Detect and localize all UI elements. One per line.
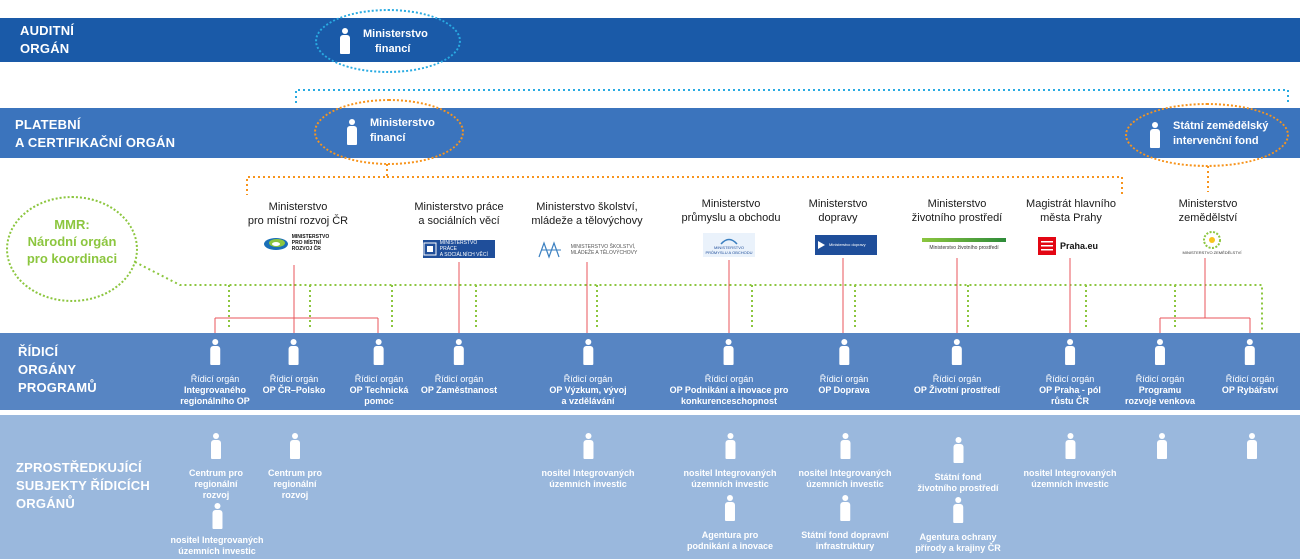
person-icon	[453, 339, 465, 365]
ministry-to-authority-lines	[214, 258, 1251, 333]
person-icon	[288, 339, 300, 365]
regional-development-logo-icon	[263, 238, 288, 250]
person-icon	[1064, 433, 1076, 459]
logo-environment: Ministerstvo životního prostředí	[922, 235, 1006, 253]
coordination-body-label: MMR: Národní orgán pro koordinaci	[26, 217, 118, 266]
logo-education: MINISTERSTVO ŠKOLSTVÍ,MLÁDEŽE A TĚLOVÝCH…	[535, 240, 639, 260]
person-icon	[373, 339, 385, 365]
person-icon	[952, 437, 964, 463]
coordination-body-ellipse: MMR: Národní orgán pro koordinaci	[6, 196, 138, 302]
person-icon	[1246, 433, 1258, 459]
person-icon	[838, 339, 850, 365]
person-icon	[211, 503, 223, 529]
prague-logo-icon	[1037, 237, 1056, 255]
transport-logo-icon	[818, 241, 825, 249]
person-icon	[1064, 339, 1076, 365]
industry-trade-logo-icon	[720, 238, 738, 245]
person-icon	[839, 495, 851, 521]
person-icon	[1149, 122, 1161, 148]
person-icon	[289, 433, 301, 459]
education-logo-icon	[538, 241, 561, 259]
person-icon	[210, 433, 222, 459]
payment-to-ministries-connector	[246, 164, 388, 195]
person-icon	[1244, 339, 1256, 365]
payment-to-ministries-connector-right	[387, 176, 1123, 195]
logo-prague: Praha.eu	[1035, 236, 1101, 256]
ministry-education: Ministerstvo školství,mládeže a tělových…	[531, 201, 643, 227]
person-icon	[1154, 339, 1166, 365]
person-icon	[209, 339, 221, 365]
intermediate-body	[1246, 433, 1258, 462]
person-icon	[724, 495, 736, 521]
person-icon	[582, 339, 594, 365]
person-icon	[1156, 433, 1168, 459]
person-icon	[839, 433, 851, 459]
coordination-connector	[134, 261, 1263, 330]
audit-to-payment-connector	[295, 89, 1289, 103]
logo-agriculture: MINISTERSTVO ZEMĚDĚLSTVÍ	[1180, 228, 1244, 256]
intermediate-body	[1156, 433, 1168, 462]
person-icon	[339, 28, 351, 54]
person-icon	[951, 339, 963, 365]
labour-social-logo-icon	[423, 242, 437, 256]
person-icon	[723, 339, 735, 365]
person-icon	[952, 497, 964, 523]
coordination-drops	[228, 285, 1176, 330]
person-icon	[582, 433, 594, 459]
person-icon	[724, 433, 736, 459]
person-icon	[346, 119, 358, 145]
logo-transport: Ministerstvo dopravy	[815, 235, 877, 255]
agriculture-logo-icon	[1203, 230, 1221, 249]
